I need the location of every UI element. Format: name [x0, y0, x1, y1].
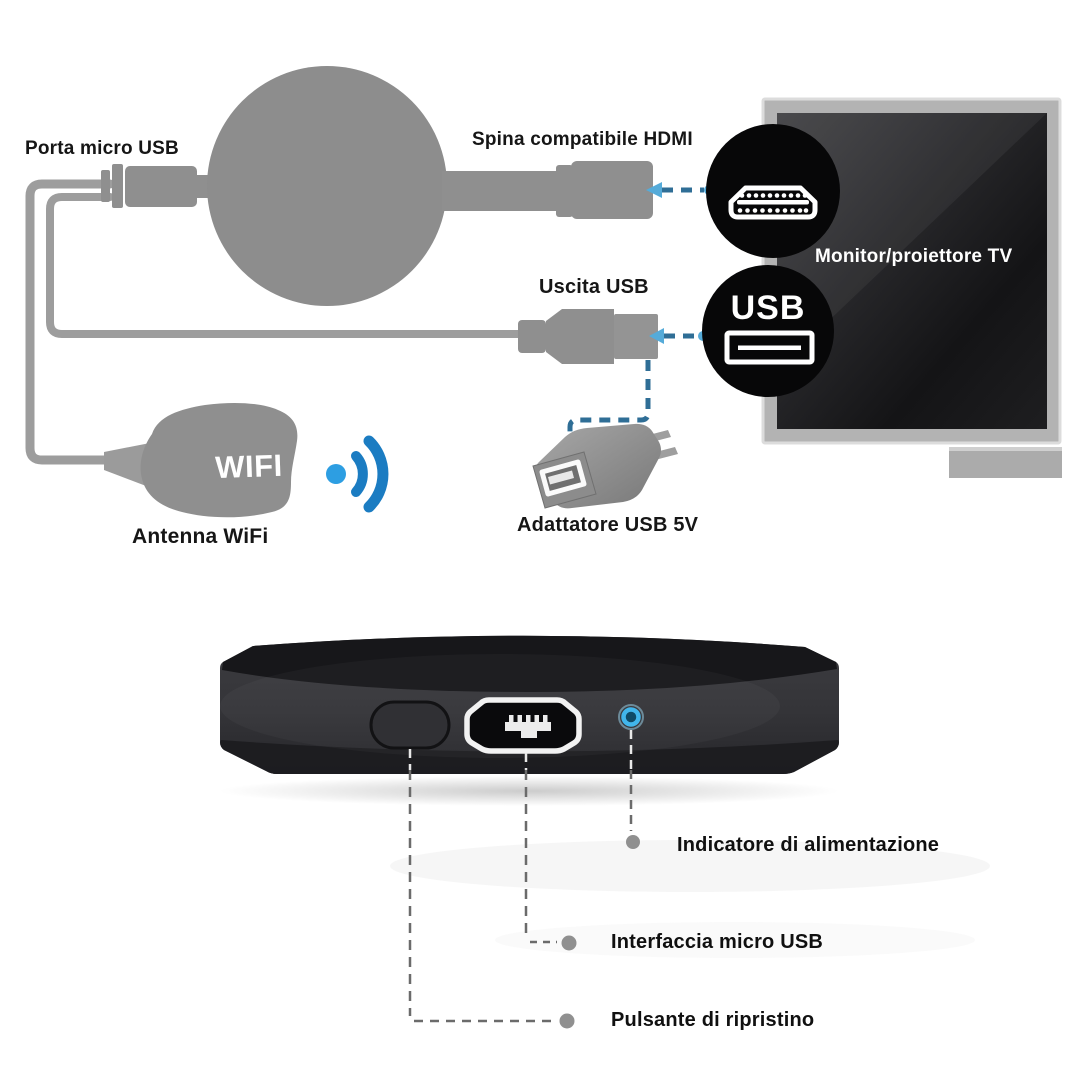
label-pulsante: Pulsante di ripristino [611, 1009, 815, 1031]
leader-lines [408, 730, 640, 1029]
wifi-dot [326, 464, 346, 484]
micro-usb-pins [509, 715, 548, 722]
background-smudge [390, 840, 990, 892]
label-interfaccia: Interfaccia micro USB [611, 931, 824, 953]
label-porta-micro-usb: Porta micro USB [25, 138, 179, 159]
device-reflection [219, 776, 839, 806]
leader-dot-indicatore [626, 835, 640, 849]
reset-button [369, 700, 451, 750]
leader-dot-interfaccia [561, 935, 577, 951]
adapter-usb-tongue [548, 470, 574, 485]
wifi-arc-outer [363, 435, 389, 513]
usb-port-badge [702, 265, 834, 397]
usb-plug-body [546, 309, 614, 364]
micro-usb-plug-collar [112, 164, 123, 208]
micro-usb-interface [464, 697, 582, 754]
hdmi-port-icon [728, 185, 818, 220]
wifi-signal-icon [326, 435, 389, 513]
wifi-antenna [104, 402, 298, 518]
usb-port-icon [724, 330, 815, 365]
hdmi-cable [442, 171, 564, 211]
micro-usb-plug-tip [101, 170, 110, 202]
usb-output-plug [518, 309, 658, 364]
power-led-icon [618, 704, 644, 730]
micro-usb-notch [521, 731, 537, 738]
leader-dot-pulsante [559, 1013, 575, 1029]
hdmi-arrow-icon [646, 182, 662, 198]
hdmi-plug-body [571, 161, 653, 219]
hdmi-pins-bottom [737, 208, 809, 213]
usb-badge-text: USB [730, 289, 806, 327]
wifi-badge-text: WIFI [214, 447, 284, 486]
hdmi-connection-line [646, 182, 714, 198]
hdmi-port-circle [706, 124, 840, 258]
label-adattatore-usb: Adattatore USB 5V [517, 514, 699, 536]
label-monitor-tv: Monitor/proiettore TV [815, 246, 1013, 267]
micro-usb-plug-body [125, 166, 197, 207]
tv-stand [949, 447, 1062, 478]
label-indicatore: Indicatore di alimentazione [677, 834, 940, 856]
label-spina-hdmi: Spina compatibile HDMI [472, 129, 693, 150]
label-antenna-wifi: Antenna WiFi [132, 525, 269, 548]
hdmi-plug-ridge [556, 165, 573, 217]
hdmi-port-badge [706, 124, 840, 258]
tv-monitor [761, 97, 1062, 478]
antenna-stem [104, 443, 154, 489]
dongle-disc [207, 66, 447, 306]
adapter-dashed-line [567, 360, 651, 450]
background-smudge [495, 922, 975, 958]
usb-adapter [532, 423, 678, 509]
usb-plug-strain-relief [518, 320, 546, 353]
wifi-arc-inner [351, 451, 368, 497]
cable-to-wifi-antenna [25, 179, 117, 465]
dongle-side-view [220, 635, 839, 774]
micro-usb-tab [505, 722, 551, 731]
tv-stand-highlight [949, 447, 1062, 451]
hdmi-pins-top [739, 193, 808, 198]
tv-screen-reflection [777, 113, 1047, 370]
device-bottom-chamfer [220, 740, 839, 774]
micro-usb-plug [101, 164, 214, 208]
hdmi-plug [442, 161, 653, 219]
antenna-body [140, 402, 298, 518]
device-top-band [222, 635, 837, 692]
label-uscita-usb: Uscita USB [539, 276, 649, 298]
usb-arrow-icon [649, 328, 664, 344]
cable-to-usb-plug [46, 193, 526, 338]
usb-plug-metal-tip [614, 314, 658, 359]
